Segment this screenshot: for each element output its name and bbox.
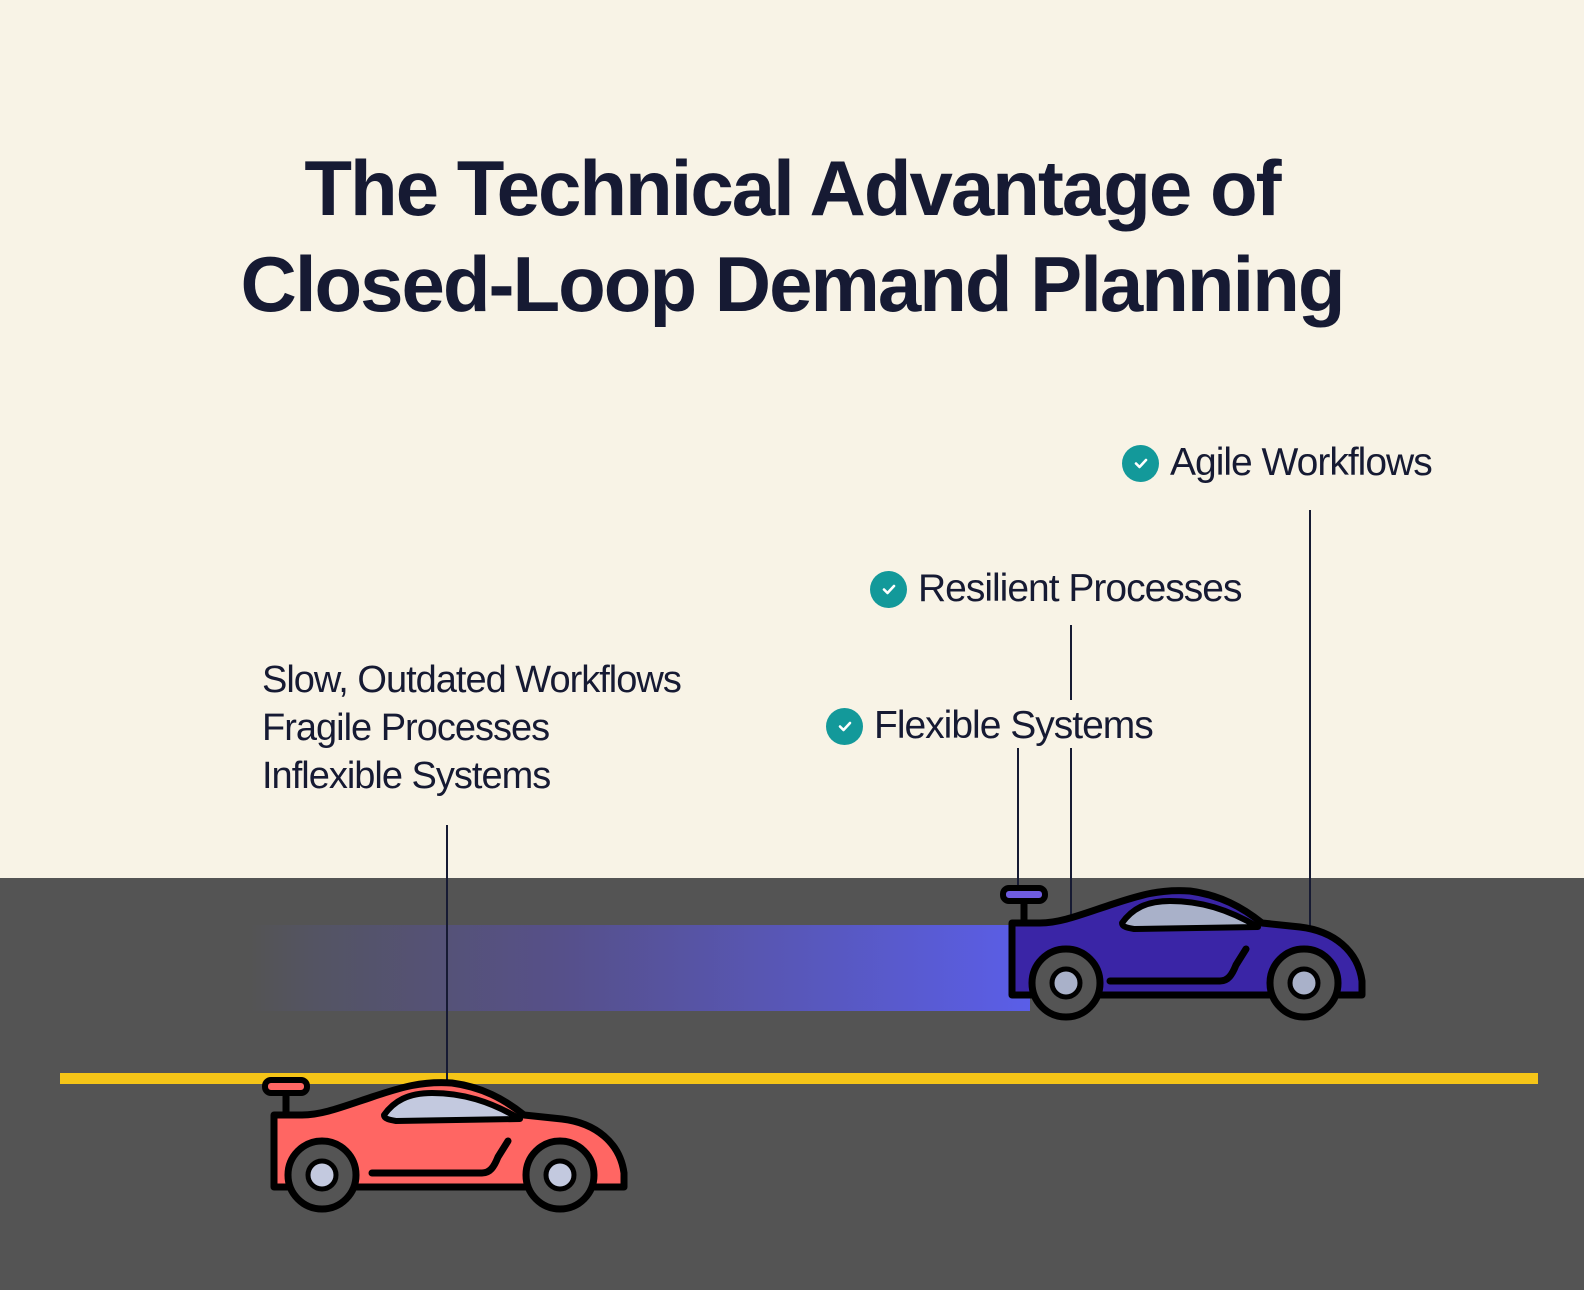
resilient-leader-line [1070,625,1072,700]
agile-leader-line [1309,510,1311,930]
check-circle-icon [826,707,863,745]
title-line-2: Closed-Loop Demand Planning [240,240,1345,328]
title-line-1: The Technical Advantage of [304,144,1281,232]
badge-agile-workflows: Agile Workflows [1122,441,1433,485]
badge-label: Agile Workflows [1170,441,1433,484]
badge-label: Flexible Systems [874,704,1154,747]
list-item: Inflexible Systems [262,755,551,797]
badge-resilient-processes: Resilient Processes [870,567,1242,611]
page-title: The Technical Advantage of Closed-Loop D… [0,140,1584,332]
old-approach-list: Slow, Outdated Workflows Fragile Process… [262,656,682,800]
fast-car-icon [1000,885,1366,1021]
badge-label: Resilient Processes [918,567,1242,610]
resilient-leader-line-lower [1070,748,1072,980]
check-circle-icon [870,570,907,608]
list-item: Slow, Outdated Workflows [262,659,682,701]
lane-stripe [60,1073,1538,1084]
badge-flexible-systems: Flexible Systems [826,704,1154,748]
speed-trail [250,925,1030,1011]
old-car-leader-line [446,825,448,1083]
slow-car-icon [262,1077,628,1213]
check-circle-icon [1122,444,1159,482]
flexible-leader-line [1017,748,1019,888]
list-item: Fragile Processes [262,707,550,749]
